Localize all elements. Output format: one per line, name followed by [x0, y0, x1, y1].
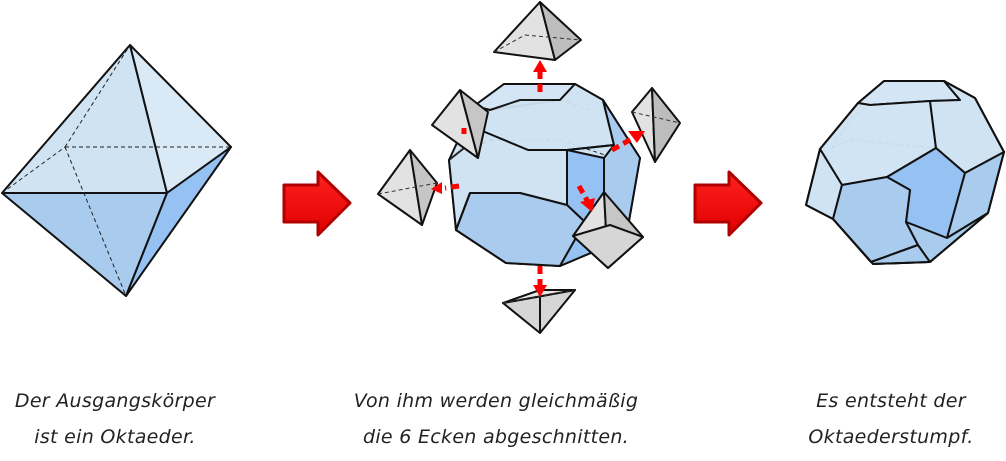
caption-octahedron: Der Ausgangskörper ist ein Oktaeder.	[0, 383, 275, 455]
truncated-body	[448, 83, 641, 267]
process-arrow-1	[282, 170, 352, 237]
caption-truncated-octahedron-line-2: Oktaederstumpf.	[808, 426, 974, 448]
cut-corner-bottom	[502, 289, 576, 334]
truncated-octahedron	[805, 80, 1005, 265]
process-arrow-2	[693, 170, 763, 237]
caption-truncation-line-1: Von ihm werden gleichmäßig	[353, 390, 639, 412]
caption-octahedron-line-2: ist ein Oktaeder.	[34, 426, 196, 448]
caption-truncated-octahedron-line-1: Es entsteht der	[816, 390, 966, 412]
caption-truncation-line-2: die 6 Ecken abgeschnitten.	[362, 426, 630, 448]
octahedron-bottom-right-face	[125, 146, 232, 297]
cut-corner-right	[631, 87, 681, 163]
caption-truncation: Von ihm werden gleichmäßig die 6 Ecken a…	[336, 383, 656, 455]
cut-corner-left	[377, 149, 438, 226]
cut-corner-front	[572, 191, 644, 269]
octahedron	[1, 44, 232, 297]
removal-arrows	[431, 60, 645, 297]
cut-corner-top	[493, 1, 582, 61]
arrow-up	[533, 60, 547, 92]
truncation-diagram	[377, 1, 681, 334]
arrow-front	[576, 184, 595, 212]
arrow-right	[610, 131, 645, 153]
octahedron-hidden-edges	[1, 44, 231, 297]
arrow-left	[431, 182, 460, 194]
octahedron-bottom-left-face	[1, 192, 168, 297]
arrow-down	[533, 266, 547, 297]
cut-corner-upper-left	[431, 89, 489, 159]
caption-truncated-octahedron: Es entsteht der Oktaederstumpf.	[731, 383, 1006, 455]
caption-octahedron-line-1: Der Ausgangskörper	[14, 390, 216, 412]
